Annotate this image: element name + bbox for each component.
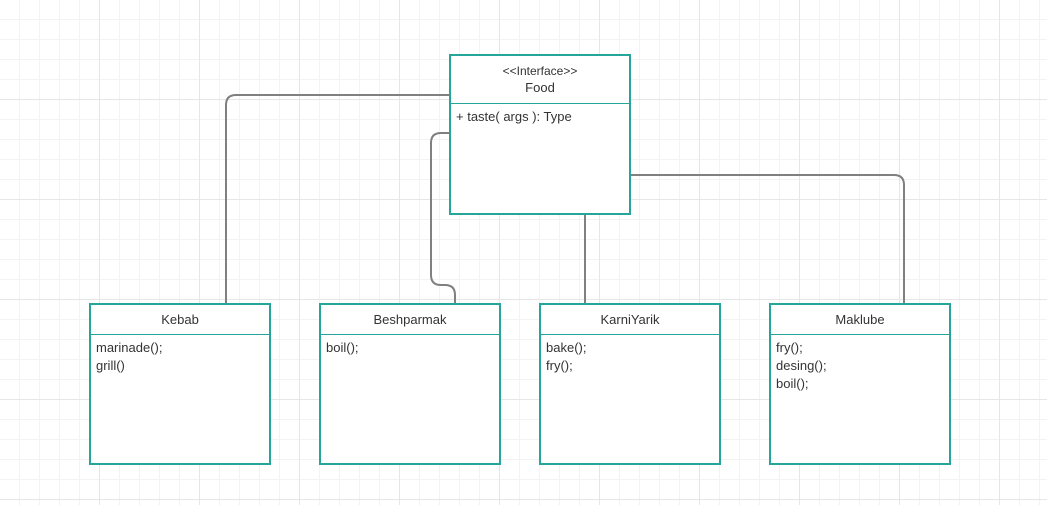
class-method: boil(); [326, 340, 359, 355]
class-name: Kebab [161, 311, 199, 327]
class-header: Beshparmak [321, 305, 499, 335]
connector-food-maklube[interactable] [630, 174, 905, 305]
class-maklube-box[interactable]: Maklube fry(); desing(); boil(); [769, 303, 951, 465]
class-members: fry(); desing(); boil(); [771, 335, 949, 397]
class-method: fry(); [776, 340, 803, 355]
class-name: KarniYarik [600, 311, 660, 327]
class-header: Kebab [91, 305, 269, 335]
interface-food-box[interactable]: <<Interface>> Food + taste( args ): Type [449, 54, 631, 215]
interface-header: <<Interface>> Food [451, 56, 629, 104]
class-name: Beshparmak [373, 311, 447, 327]
class-method: boil(); [776, 376, 809, 391]
class-method: fry(); [546, 358, 573, 373]
class-name: Maklube [835, 311, 885, 327]
class-method: desing(); [776, 358, 827, 373]
class-kebab-box[interactable]: Kebab marinade(); grill() [89, 303, 271, 465]
class-members: marinade(); grill() [91, 335, 269, 379]
class-header: Maklube [771, 305, 949, 335]
class-header: KarniYarik [541, 305, 719, 335]
class-karniyarik-box[interactable]: KarniYarik bake(); fry(); [539, 303, 721, 465]
interface-stereotype: <<Interface>> [502, 63, 578, 78]
interface-method: + taste( args ): Type [456, 109, 572, 124]
class-method: grill() [96, 358, 125, 373]
class-method: bake(); [546, 340, 587, 355]
interface-members: + taste( args ): Type [451, 104, 629, 130]
connector-food-kebab[interactable] [225, 94, 450, 305]
class-method: marinade(); [96, 340, 163, 355]
class-beshparmak-box[interactable]: Beshparmak boil(); [319, 303, 501, 465]
class-members: bake(); fry(); [541, 335, 719, 379]
interface-name: Food [525, 79, 555, 95]
class-members: boil(); [321, 335, 499, 361]
